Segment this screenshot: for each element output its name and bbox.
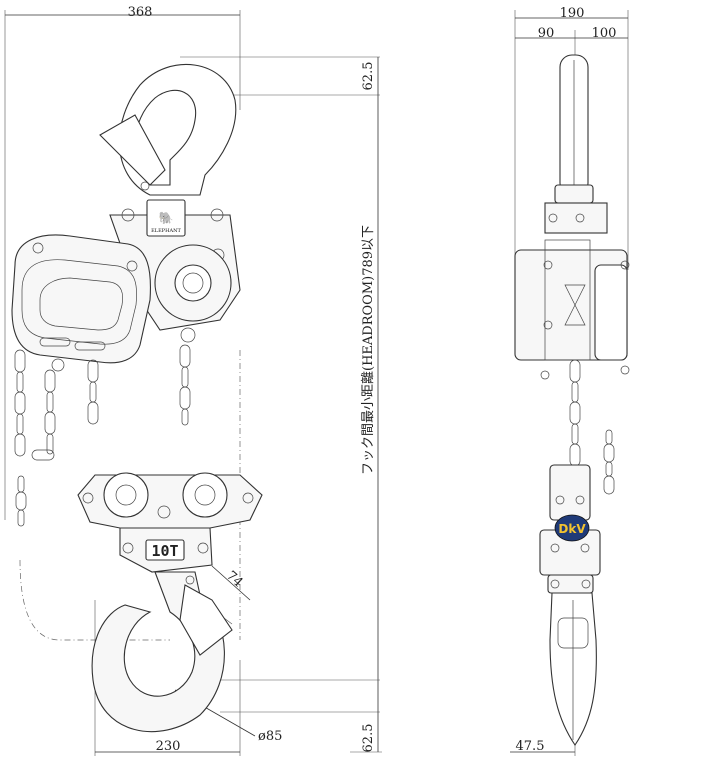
dim-side-bottom: 47.5 (516, 739, 545, 754)
dim-bottom-hook-width: 230 (156, 739, 181, 754)
dim-headroom: フック間最小距離(HEADROOM)789以下 (361, 225, 376, 475)
front-view: 368 62.5 フック間最小距離(HEADROOM)789以下 62.5 23… (4, 5, 382, 756)
side-view: 190 90 100 47.5 (510, 6, 630, 756)
brand-label: ELEPHANT (151, 228, 181, 234)
dim-top-hook-offset: 62.5 (361, 62, 376, 91)
dim-hook-diameter: ø85 (258, 729, 282, 744)
dim-bottom-hook-offset: 62.5 (361, 724, 376, 753)
dim-side-width: 190 (560, 6, 585, 21)
dkv-badge-icon (554, 514, 590, 542)
elephant-logo-icon: 🐘 (159, 211, 174, 225)
dim-side-left: 90 (538, 26, 555, 41)
dim-side-right: 100 (592, 26, 617, 41)
badge-label: DkV (558, 522, 586, 536)
dim-overall-width: 368 (128, 5, 153, 20)
capacity-label: 10T (151, 542, 178, 560)
dim-hook-opening: 74 (223, 568, 245, 590)
